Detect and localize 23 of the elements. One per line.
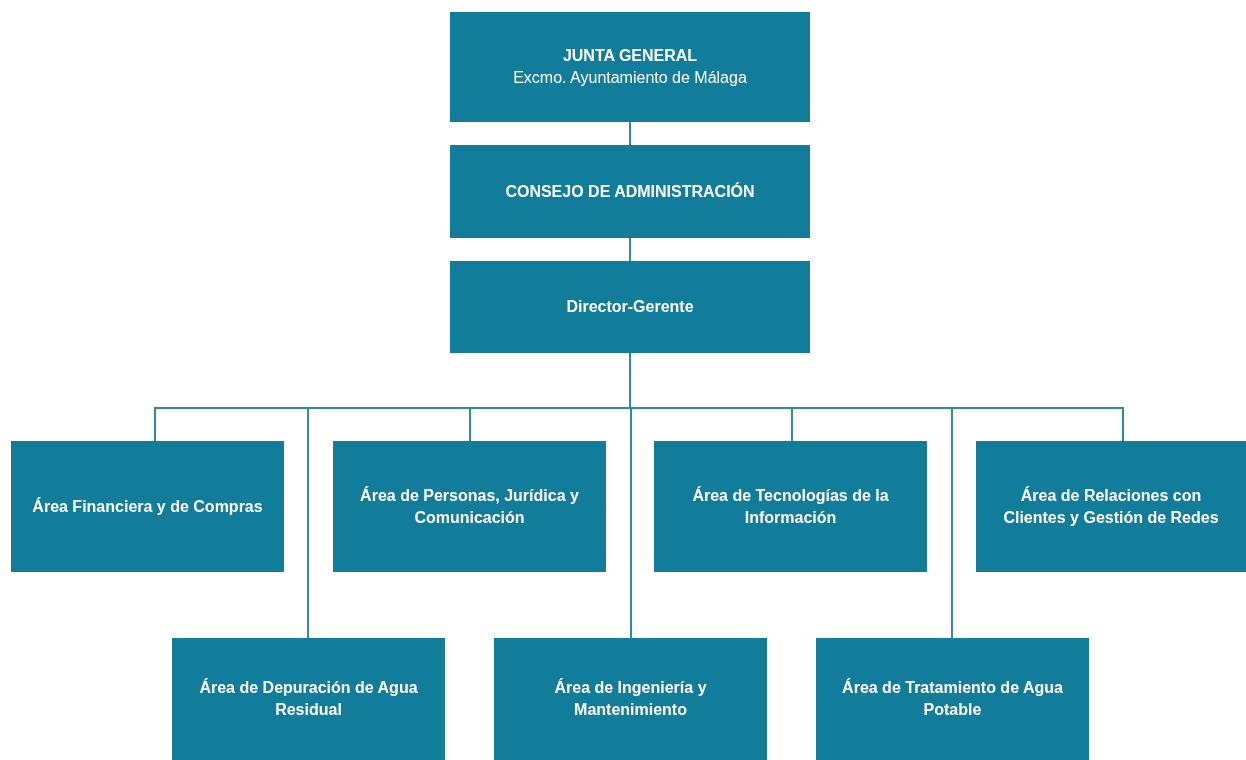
- box-label: Área de Tratamiento de Agua Potable: [841, 677, 1064, 720]
- org-box: [450, 12, 810, 122]
- box-label: CONSEJO DE ADMINISTRACIÓN: [505, 181, 755, 202]
- org-box: [494, 638, 767, 760]
- org-box: [11, 441, 284, 572]
- box-label: Director-Gerente: [566, 297, 694, 317]
- org-box: [450, 261, 810, 353]
- org-box: [450, 145, 810, 238]
- connector-line: [629, 121, 631, 146]
- box-label: Área de Tecnologías de la Información: [691, 485, 890, 528]
- box-heading: JUNTA GENERAL: [562, 46, 698, 66]
- box-label: Área de Ingeniería y Mantenimiento: [553, 677, 708, 720]
- org-box: [333, 441, 606, 572]
- box-label: Excmo. Ayuntamiento de Málaga: [513, 68, 747, 88]
- org-box: [172, 638, 445, 760]
- org-box: [654, 441, 927, 572]
- org-box: [816, 638, 1089, 760]
- box-label: Área de Personas, Jurídica y Comunicación: [359, 485, 580, 528]
- box-label: Área de Depuración de Agua Residual: [198, 677, 419, 720]
- connector-line: [629, 237, 631, 262]
- box-label: Área de Relaciones con Clientes y Gestión de Redes: [1002, 485, 1220, 528]
- org-box: [976, 441, 1246, 572]
- box-label: Área Financiera y de Compras: [32, 496, 263, 517]
